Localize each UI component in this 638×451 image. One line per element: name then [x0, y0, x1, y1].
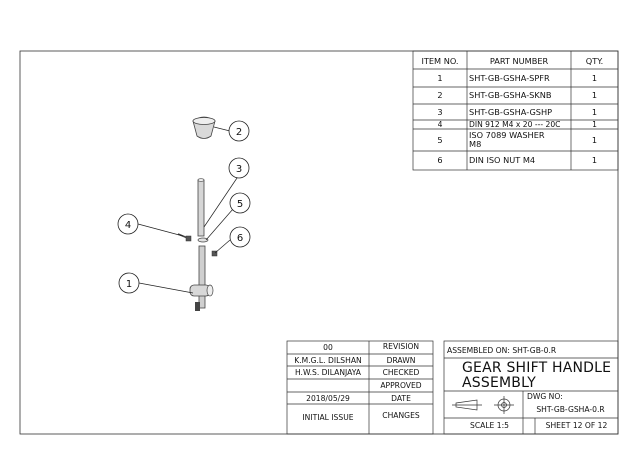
part-shift-pipe	[197, 178, 205, 237]
part-nut	[211, 250, 218, 257]
bom-row-5-item: 5	[437, 135, 443, 145]
balloon-1	[118, 272, 140, 294]
balloon-6	[229, 226, 251, 248]
drawing-title-line2: ASSEMBLY	[462, 375, 536, 391]
balloon-6-label: 6	[237, 233, 243, 244]
date-value: 2018/05/29	[306, 394, 350, 403]
drawn-by: K.M.G.L. DILSHAN	[294, 356, 362, 365]
bom-row-2-part: SHT-GB-GSHA-SKNB	[469, 90, 552, 100]
part-screw	[177, 233, 192, 242]
sheet-number: SHEET 12 OF 12	[545, 421, 608, 430]
bom-row-2-item: 2	[437, 90, 443, 100]
bom-header-qty: QTY.	[585, 56, 604, 66]
bom-row-5-part-line1: ISO 7089 WASHER	[469, 130, 545, 140]
bom-row-1-part: SHT-GB-GSHA-SPFR	[469, 73, 550, 83]
bom-row-3-part: SHT-GB-GSHA-GSHP	[469, 107, 553, 117]
balloon-5	[229, 192, 251, 214]
bom-row-6-qty: 1	[591, 155, 598, 165]
bom-row-1-item: 1	[437, 73, 443, 83]
bom-row-4-part: DIN 912 M4 x 20 --- 20C	[469, 120, 561, 129]
balloon-3	[228, 157, 250, 179]
drawn-label: DRAWN	[386, 356, 416, 365]
bom-row-4-item: 4	[437, 120, 443, 129]
part-knob	[192, 116, 216, 139]
bom-header-item: ITEM NO.	[421, 56, 459, 66]
approved-label: APPROVED	[380, 381, 422, 390]
checked-label: CHECKED	[382, 368, 420, 377]
balloon-2-label: 2	[236, 127, 242, 138]
balloon-labels: 1 2 3 4 5 6	[125, 127, 243, 290]
title-block-grid	[443, 340, 619, 435]
bom-row-1-qty: 1	[591, 73, 598, 83]
bom-row-6-part: DIN ISO NUT M4	[469, 155, 536, 165]
dwg-no: SHT-GB-GSHA-0.R	[536, 405, 605, 414]
scale: SCALE 1:5	[470, 421, 509, 430]
drawing-title-line1: GEAR SHIFT HANDLE	[462, 360, 612, 376]
bom-row-3-qty: 1	[591, 107, 598, 117]
checked-by: H.W.S. DILANJAYA	[294, 368, 361, 377]
bom-row-2-qty: 1	[591, 90, 598, 100]
bom-row-4-qty: 1	[592, 120, 597, 129]
balloons	[117, 120, 251, 294]
changes-label: CHANGES	[382, 411, 420, 420]
balloon-1-label: 1	[126, 279, 132, 290]
balloon-3-label: 3	[236, 164, 242, 175]
revision-value: 00	[323, 343, 333, 352]
balloon-2	[228, 120, 250, 142]
part-washer	[197, 237, 209, 243]
balloon-4	[117, 213, 139, 235]
revision-label: REVISION	[382, 342, 420, 351]
bom-row-5-part-line2: M8	[469, 139, 482, 149]
balloon-leaders	[137, 126, 238, 294]
bom-table-grid	[412, 50, 619, 171]
changes-value: INITIAL ISSUE	[302, 413, 354, 422]
projection-symbol-icon	[452, 396, 514, 414]
date-label: DATE	[391, 394, 411, 403]
bom-row-5-qty: 1	[591, 135, 598, 145]
dwg-no-label: DWG NO:	[527, 392, 563, 401]
assembled-on: ASSEMBLED ON: SHT-GB-0.R	[447, 346, 557, 355]
balloon-4-label: 4	[125, 220, 131, 231]
revision-block-grid	[286, 340, 434, 435]
part-spring-frame	[189, 245, 214, 311]
bom-header-part: PART NUMBER	[489, 56, 549, 66]
balloon-5-label: 5	[237, 199, 243, 210]
bom-row-6-item: 6	[437, 155, 443, 165]
bom-row-3-item: 3	[437, 107, 443, 117]
